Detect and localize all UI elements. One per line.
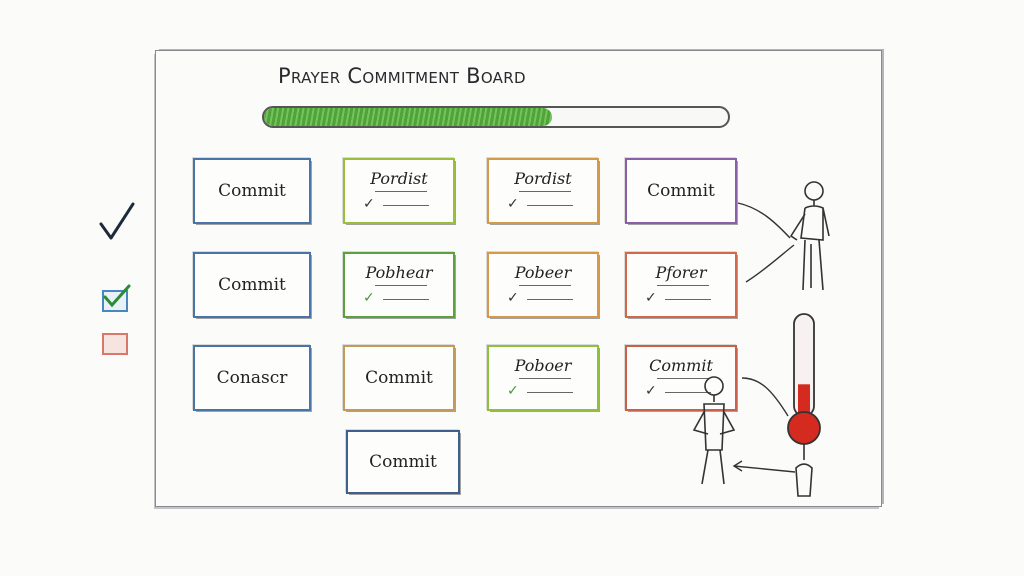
card-r3c3[interactable]: Poboer ✓ (487, 345, 599, 411)
checked-box-icon[interactable] (102, 284, 131, 312)
card-entry-line (665, 299, 711, 300)
card-entry-line (527, 299, 573, 300)
card-r2c2[interactable]: Pobhear ✓ (343, 252, 455, 318)
checkmark-icon[interactable]: ✓ (645, 290, 657, 306)
card-r3c2[interactable]: Commit (343, 345, 455, 411)
card-label: Commit (218, 181, 286, 201)
checkmark-icon[interactable]: ✓ (507, 290, 519, 306)
page-title: Prayer Commitment Board (278, 64, 526, 88)
card-label: Commit (649, 356, 713, 375)
praying-person-figure (789, 181, 830, 291)
check-mark-icon (99, 202, 135, 240)
card-title-underline (519, 378, 571, 379)
card-entry-line (383, 299, 429, 300)
checkmark-icon[interactable]: ✓ (507, 196, 519, 212)
card-title-underline (657, 378, 709, 379)
card-r3c1[interactable]: Conascr (193, 345, 311, 411)
checkmark-icon[interactable]: ✓ (363, 196, 375, 212)
checkmark-icon[interactable]: ✓ (363, 290, 375, 306)
thermometer-icon (787, 313, 821, 497)
card-entry-line (665, 392, 711, 393)
card-title-underline (519, 285, 571, 286)
card-r1c2[interactable]: Pordist ✓ (343, 158, 455, 224)
card-label: Pordist (514, 169, 572, 188)
card-label: Commit (647, 181, 715, 201)
card-label: Conascr (216, 368, 288, 388)
kneeling-person-figure (692, 376, 736, 485)
commitment-progress-bar (262, 106, 730, 128)
card-title-underline (375, 191, 427, 192)
card-entry-line (383, 205, 429, 206)
progress-fill (264, 108, 552, 126)
card-label: Pforer (655, 263, 707, 282)
card-label: Pobeer (514, 263, 572, 282)
card-label: Pordist (370, 169, 428, 188)
card-entry-line (527, 392, 573, 393)
card-label: Commit (369, 452, 437, 472)
card-r1c3[interactable]: Pordist ✓ (487, 158, 599, 224)
card-entry-line (527, 205, 573, 206)
card-label: Commit (365, 368, 433, 388)
unchecked-box-icon[interactable] (102, 333, 128, 355)
checkmark-icon[interactable]: ✓ (507, 383, 519, 399)
card-r2c4[interactable]: Pforer ✓ (625, 252, 737, 318)
card-r2c1[interactable]: Commit (193, 252, 311, 318)
card-title-underline (375, 285, 427, 286)
board-frame (155, 50, 882, 507)
checkmark-icon[interactable]: ✓ (645, 383, 657, 399)
card-label: Pobhear (365, 263, 433, 282)
card-r1c4[interactable]: Commit (625, 158, 737, 224)
card-r2c3[interactable]: Pobeer ✓ (487, 252, 599, 318)
card-label: Commit (218, 275, 286, 295)
card-title-underline (519, 191, 571, 192)
card-label: Poboer (514, 356, 572, 375)
card-r1c1[interactable]: Commit (193, 158, 311, 224)
card-title-underline (657, 285, 709, 286)
card-r4c2[interactable]: Commit (346, 430, 460, 494)
